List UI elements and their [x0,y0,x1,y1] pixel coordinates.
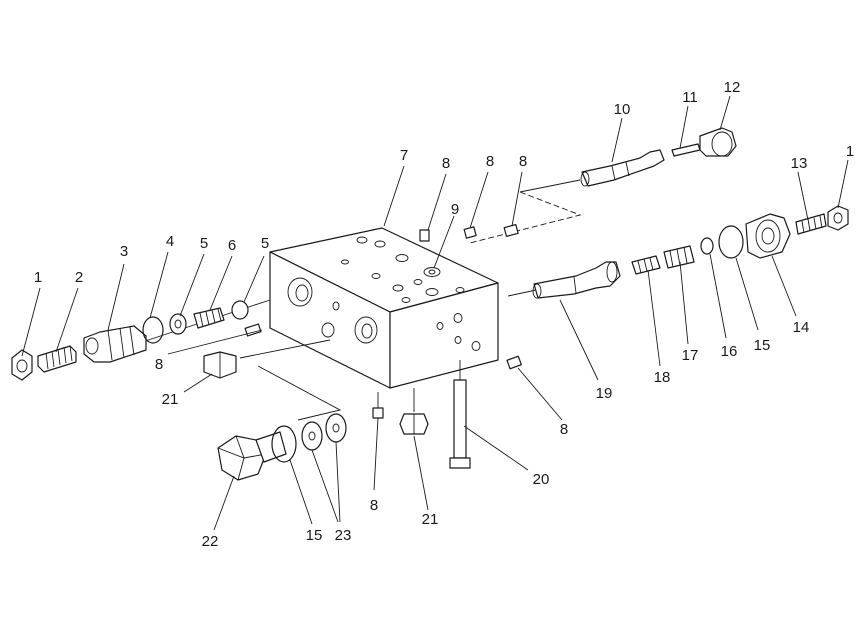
part-22-plug [217,431,287,481]
label-22: 22 [202,533,219,550]
label-7: 7 [400,147,408,164]
label-9: 9 [451,201,459,218]
label-2: 2 [75,269,83,286]
part-19-spool [532,261,621,299]
part-3-valve-body [83,325,147,363]
label-5a: 5 [200,235,208,252]
part-13-screw [795,213,827,235]
part-8-plugs-top [419,223,519,242]
part-23-washers [301,413,347,451]
part-18-spring [631,255,661,275]
label-8a: 8 [442,155,450,172]
label-21a: 21 [162,391,179,408]
label-4: 4 [166,233,174,250]
label-8e: 8 [560,421,568,438]
label-3: 3 [120,243,128,260]
part-15-oring-b [271,425,297,463]
label-12: 12 [724,79,741,96]
part-8-plug-left [244,323,262,337]
label-8b: 8 [486,153,494,170]
part-2-screw [37,345,77,373]
part-4-oring [142,316,164,344]
label-5b: 5 [261,235,269,252]
part-15-oring-a [718,225,744,259]
part-1-cap [11,349,33,381]
label-18: 18 [654,369,671,386]
part-14-valve-body [745,213,791,259]
part-5-seat [169,313,187,335]
label-1b: 1 [846,143,854,160]
label-19: 19 [596,385,613,402]
label-20: 20 [533,471,550,488]
label-15a: 15 [754,337,771,354]
label-23: 23 [335,527,352,544]
part-1b-cap [827,205,849,231]
label-6: 6 [228,237,236,254]
label-21b: 21 [422,511,439,528]
label-8c: 8 [519,153,527,170]
part-21-plug-a [203,351,237,379]
label-17: 17 [682,347,699,364]
label-8f: 8 [370,497,378,514]
part-8-plug-right [506,355,522,370]
label-8d: 8 [155,356,163,373]
part-16-seat [700,237,714,255]
part-6-spring [193,307,225,329]
part-17-spring [663,245,695,269]
label-1: 1 [34,269,42,286]
part-8-plug-bottom [372,407,384,419]
part-20-bolt [449,379,471,469]
part-12-cap [699,127,737,157]
valve-block [269,227,499,389]
leader-lines [21,95,849,531]
label-16: 16 [721,343,738,360]
label-13: 13 [791,155,808,172]
part-21-plug-b [399,413,429,435]
label-11: 11 [682,89,698,106]
label-14: 14 [793,319,810,336]
label-10: 10 [614,101,631,118]
part-11-pin [671,143,701,157]
part-10-spool [580,149,665,187]
label-15b: 15 [306,527,323,544]
part-5b-seat [231,300,249,320]
callout-labels: 1 2 3 4 5 6 5 7 8 8 8 9 10 11 12 13 1 14… [34,79,854,550]
